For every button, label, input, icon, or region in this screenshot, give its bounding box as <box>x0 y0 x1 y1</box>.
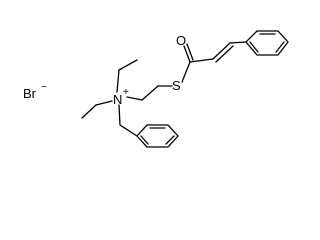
bond-ethyl2-ch3 <box>81 104 97 119</box>
phenyl-lower-double-2 <box>165 135 175 145</box>
bond-ethyl1-ch3 <box>118 59 138 71</box>
bond-ch2-ch2 <box>141 85 159 101</box>
oxygen-label: O <box>176 33 186 48</box>
bond-beta-phenyl <box>229 41 247 44</box>
bond-n-ch2 <box>126 96 143 101</box>
sulfur-label: S <box>172 78 181 93</box>
phenyl-ring-lower <box>136 124 179 148</box>
bond-carbonyl-o-2 <box>186 43 194 61</box>
bond-carbonyl-o-1 <box>183 45 191 63</box>
phenyl-ring-upper <box>245 30 289 56</box>
bond-n-ethyl1-ch2 <box>116 69 120 93</box>
bond-alpha-beta-1 <box>212 42 231 60</box>
bromide-label: Br <box>23 86 37 101</box>
chemical-structure: Br − N + S O <box>23 30 289 148</box>
phenyl-upper-double-3 <box>249 41 259 53</box>
bond-benzyl-ch2-phenyl <box>119 124 138 137</box>
nitrogen-label: N <box>113 92 122 107</box>
phenyl-upper-double-2 <box>275 41 285 53</box>
bond-s-carbonyl <box>181 61 191 83</box>
nitrogen-charge: + <box>123 87 129 98</box>
bond-n-benzyl-ch2 <box>118 104 121 126</box>
bond-carbonyl-alpha <box>189 58 214 63</box>
bond-alpha-beta-2 <box>215 45 234 63</box>
bromide-charge: − <box>41 82 47 93</box>
bond-lines <box>81 30 289 148</box>
bond-n-ethyl2-ch2 <box>95 100 113 106</box>
phenyl-lower-double-3 <box>140 135 149 145</box>
